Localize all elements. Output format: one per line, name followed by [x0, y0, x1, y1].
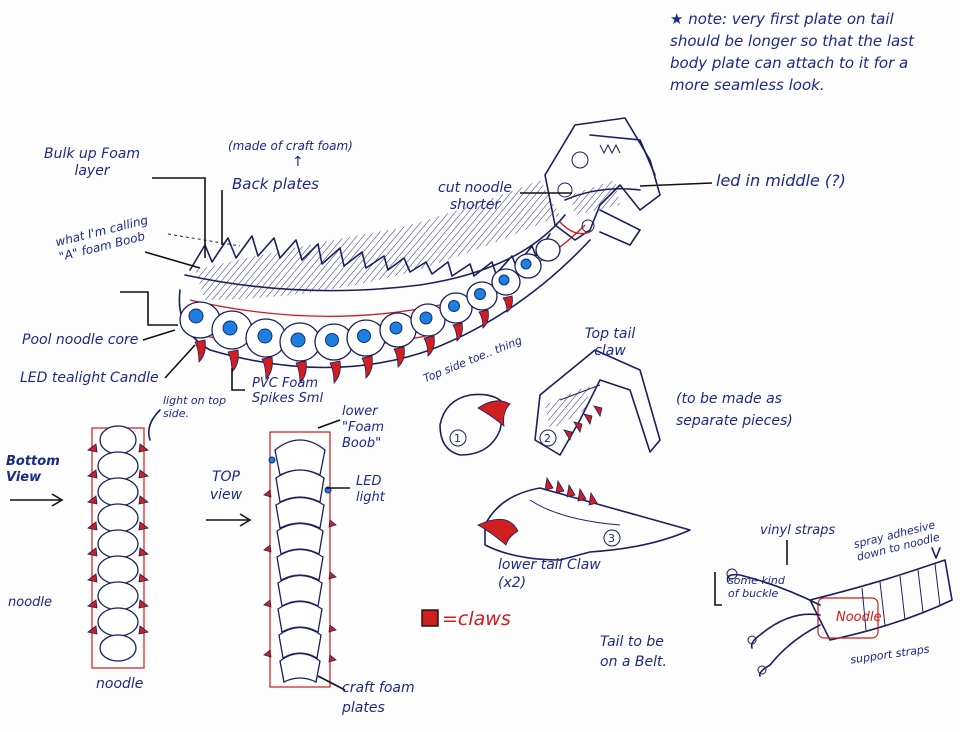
label-light-on-top: light on top side. [163, 394, 227, 420]
label-bottom-view: Bottom View [6, 454, 60, 485]
spray-adhesive-arrow [931, 547, 941, 559]
label-lower-foam-boob: lower "Foam Boob" [342, 404, 385, 451]
bottom-view-tail [10, 409, 161, 669]
label-num-2: 2 [544, 432, 551, 445]
leader-led-tealight [164, 344, 196, 379]
label-vinyl-straps: vinyl straps [760, 523, 836, 538]
label-lower-tail-claw: lower tail Claw (x2) [498, 557, 601, 591]
claws-legend-swatch [421, 609, 439, 627]
label-noodle-bottom: noodle [96, 676, 144, 692]
leader-led-middle [639, 182, 713, 187]
toe-piece-1 [439, 393, 511, 456]
light-on-top-arrow [147, 409, 161, 441]
led-lights [188, 258, 532, 348]
label-pvc-spikes: PVC Foam Spikes Sml [252, 376, 324, 406]
label-num-1: 1 [454, 432, 461, 445]
top-view-tail [206, 419, 350, 691]
foam-boob-hatching [195, 180, 560, 300]
leader-foam-boob [144, 251, 201, 269]
main-tail-side-view [120, 117, 713, 391]
segment-row [179, 238, 561, 362]
leader-pool-noodle [120, 291, 178, 326]
label-craft-foam-plates: craft foam plates [342, 680, 415, 716]
label-claws-legend: =claws [442, 608, 511, 630]
label-led-middle: led in middle (?) [716, 171, 846, 190]
label-tail-belt: Tail to be on a Belt. [600, 634, 667, 670]
leader-lower-foam-boob [317, 419, 341, 429]
top-tail-claw-2 [534, 349, 661, 456]
leader-bulk-up [152, 177, 206, 258]
label-num-3: 3 [608, 532, 615, 545]
label-made-of: (made of craft foam) [228, 139, 353, 153]
label-led-light: LED light [356, 474, 385, 505]
label-separate-pieces: (to be made as separate pieces) [676, 391, 793, 429]
label-noodle-left: noodle [8, 595, 53, 610]
leader-craft-foam-plates [317, 675, 346, 691]
label-back-plates: Back plates [232, 175, 319, 193]
back-plates-outline [189, 233, 551, 277]
leader-buckle [714, 572, 722, 606]
label-top-view: TOP view [209, 469, 243, 503]
label-noodle-strap: Noodle [836, 610, 882, 625]
lower-tail-claw-3 [477, 476, 691, 561]
label-top-tail-claw: Top tail claw [584, 326, 636, 359]
leader-pvc-spikes [231, 368, 245, 391]
label-some-kind-buckle: some kind of buckle [728, 574, 785, 600]
tail-tip-claw [544, 117, 661, 246]
label-led-tealight: LED tealight Candle [20, 370, 159, 386]
belt-assembly [714, 540, 953, 677]
side-claws [194, 295, 513, 384]
label-bulk-up: Bulk up Foam layer [44, 146, 140, 179]
note-text: ★ note: very first plate on tail should … [670, 10, 914, 94]
label-arrow-up: ↑ [292, 154, 304, 170]
label-pool-noodle: Pool noodle core [22, 332, 139, 348]
label-cut-noodle: cut noodle shorter [438, 180, 512, 213]
